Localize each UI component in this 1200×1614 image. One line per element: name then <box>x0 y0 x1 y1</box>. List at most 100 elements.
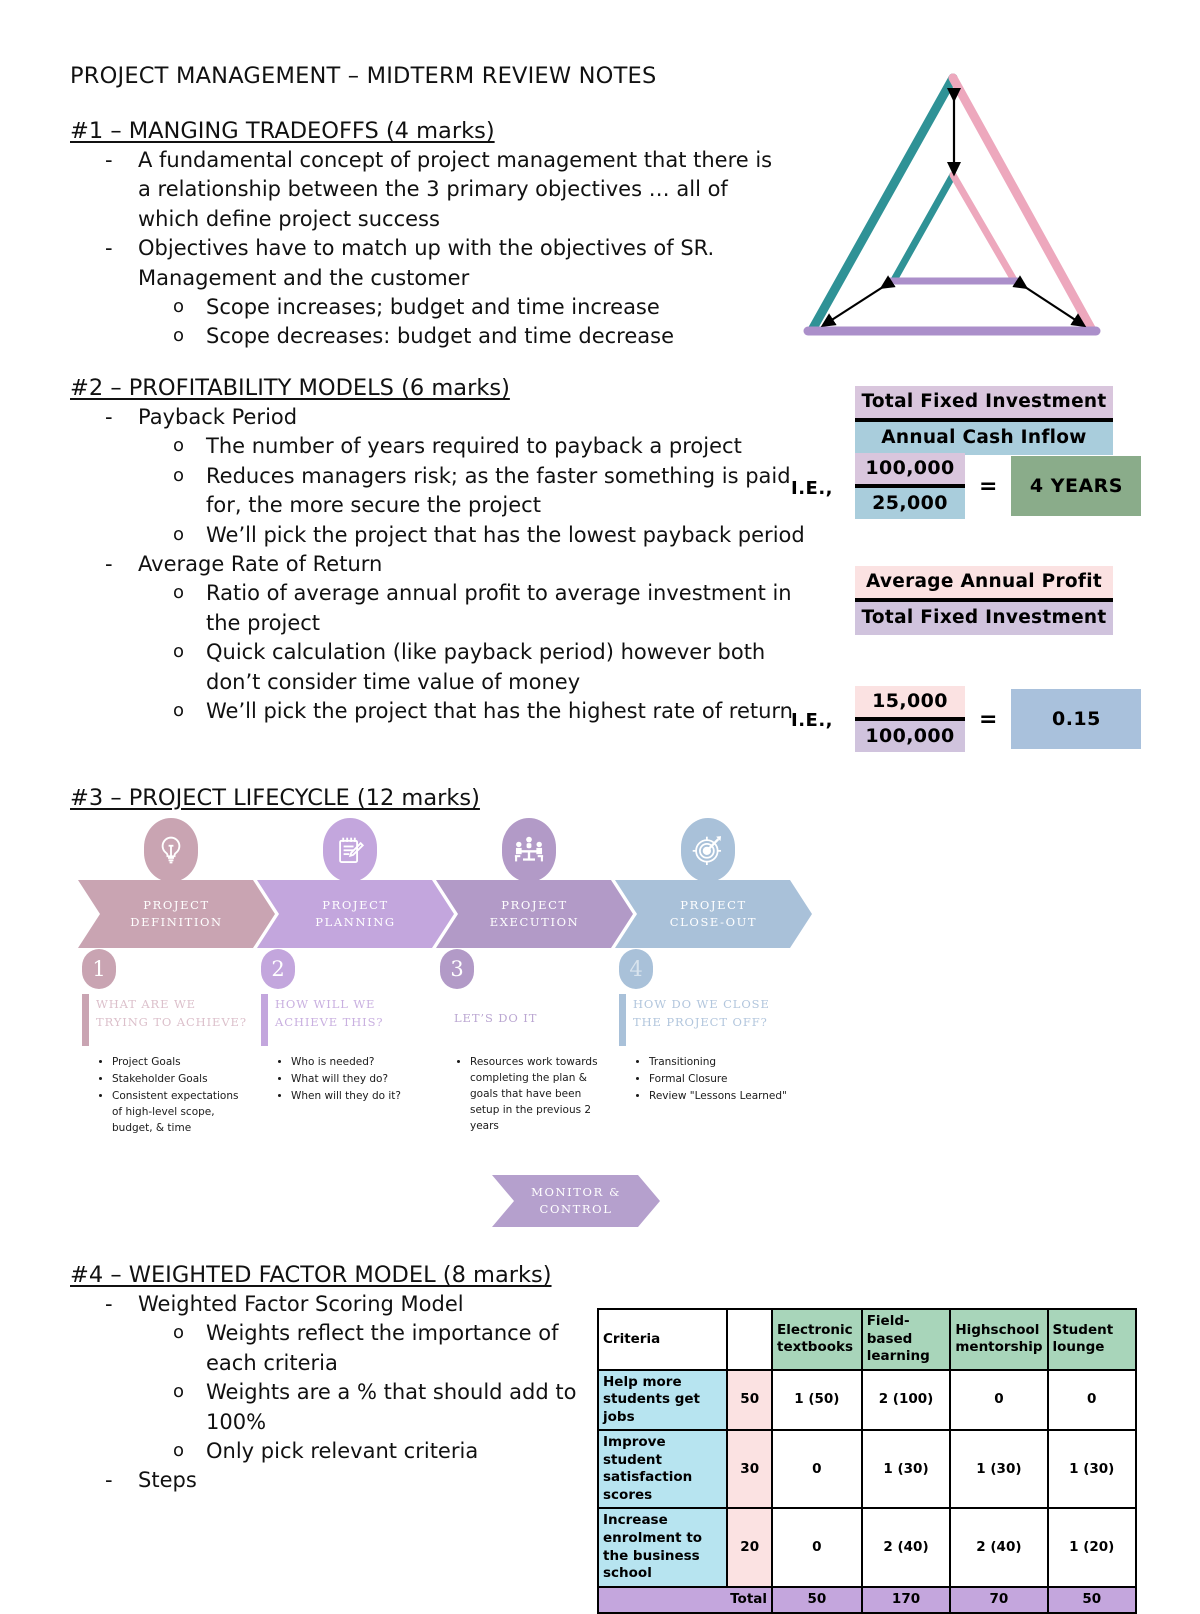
column-bar-4 <box>619 994 626 1046</box>
circle-marker: o <box>173 523 185 545</box>
example-fraction: 100,000 25,000 <box>855 453 965 519</box>
dash-marker: - <box>105 1292 113 1316</box>
total-value: 50 <box>1046 1585 1137 1614</box>
chevron-line1: PROJECT <box>680 898 747 913</box>
lightbulb-icon <box>144 818 198 882</box>
weighted-factor-table: Criteria Electronic textbooks Field-base… <box>596 1308 1137 1614</box>
notepad-pencil-icon <box>323 818 377 882</box>
dash-marker: - <box>105 1468 113 1493</box>
monitor-control-chevron[interactable]: MONITOR & CONTROL <box>492 1175 660 1227</box>
header-option-2: Field-based learning <box>860 1308 952 1371</box>
row-value: 1 (30) <box>1046 1429 1137 1510</box>
mc-line1: MONITOR & <box>531 1185 621 1200</box>
circle-marker: o <box>173 295 185 317</box>
table-row: Increase enrolment to the business schoo… <box>596 1507 1137 1588</box>
payback-ie-label: I.E., <box>791 478 834 499</box>
header-option-4: Student lounge <box>1046 1308 1137 1371</box>
list-item: Transitioning <box>649 1055 790 1071</box>
list-item: Review "Lessons Learned" <box>649 1089 790 1105</box>
phase-chevron-planning[interactable]: PROJECT PLANNING <box>257 880 454 948</box>
dash-marker: - <box>105 148 113 172</box>
chevron-line2: DEFINITION <box>130 915 223 929</box>
header-weight <box>726 1308 774 1371</box>
tradeoff-triangle <box>790 58 1130 358</box>
formula-numerator: Total Fixed Investment <box>855 386 1113 419</box>
phase-chevron-row: PROJECT DEFINITION PROJECT PLANNING PROJ… <box>78 880 778 948</box>
list-item: -Objectives have to match up with the ob… <box>105 236 715 290</box>
phase-number-2: 2 <box>261 949 295 989</box>
formula-numerator: Average Annual Profit <box>855 566 1113 599</box>
payback-result: 4 YEARS <box>1011 456 1142 516</box>
equals-operator: = <box>979 706 998 732</box>
arr-ie-label: I.E., <box>791 710 834 731</box>
column-list-3: Resources work towards completing the pl… <box>456 1055 606 1136</box>
phase-chevron-execution[interactable]: PROJECT EXECUTION <box>436 880 633 948</box>
chevron-line2: EXECUTION <box>489 915 580 929</box>
total-value: 170 <box>860 1585 952 1614</box>
circle-marker: o <box>173 325 185 347</box>
target-arrow-icon <box>681 818 735 882</box>
column-list-4: Transitioning Formal Closure Review "Les… <box>635 1055 790 1106</box>
example-numerator: 100,000 <box>855 453 965 484</box>
row-weight: 20 <box>726 1507 774 1588</box>
phase-chevron-definition[interactable]: PROJECT DEFINITION <box>78 880 275 948</box>
section-3-heading: #3 – PROJECT LIFECYCLE (12 marks) <box>70 785 480 811</box>
list-item: -Steps <box>70 1466 590 1495</box>
header-option-3: Highschool mentorship <box>949 1308 1049 1371</box>
row-value: 0 <box>949 1368 1049 1432</box>
section-4-heading: #4 – WEIGHTED FACTOR MODEL (8 marks) <box>70 1262 552 1288</box>
row-value: 0 <box>771 1507 863 1588</box>
table-header-row: Criteria Electronic textbooks Field-base… <box>596 1308 1137 1371</box>
row-value: 1 (30) <box>860 1429 952 1510</box>
total-label: Total <box>596 1585 774 1614</box>
phase-chevron-closeout[interactable]: PROJECT CLOSE-OUT <box>615 880 812 948</box>
left-arrow <box>820 275 896 328</box>
example-numerator: 15,000 <box>855 686 965 717</box>
page-title: PROJECT MANAGEMENT – MIDTERM REVIEW NOTE… <box>70 63 657 89</box>
row-value: 2 (100) <box>860 1368 952 1432</box>
list-item: -Weighted Factor Scoring Model <box>70 1290 590 1319</box>
total-value: 50 <box>771 1585 863 1614</box>
circle-marker: o <box>173 1381 185 1403</box>
chevron-line2: PLANNING <box>315 915 396 929</box>
outer-left-edge <box>807 73 958 335</box>
list-item: Consistent expectations of high-level sc… <box>112 1089 248 1137</box>
circle-marker: o <box>173 582 185 604</box>
total-value: 70 <box>949 1585 1049 1614</box>
header-option-1: Electronic textbooks <box>771 1308 863 1371</box>
right-arrow <box>1012 275 1087 328</box>
row-weight: 30 <box>726 1429 774 1510</box>
phase-number-4: 4 <box>619 949 653 989</box>
section-1-heading: #1 – MANGING TRADEOFFS (4 marks) <box>70 118 495 144</box>
phase-number-3: 3 <box>440 949 474 989</box>
formula-denominator: Annual Cash Inflow <box>855 422 1113 455</box>
column-bar-2 <box>261 994 268 1046</box>
list-item: Who is needed? <box>291 1055 427 1071</box>
column-heading-1: WHAT ARE WE TRYING TO ACHIEVE? <box>96 997 247 1029</box>
average-rate-of-return-formula: Average Annual Profit Total Fixed Invest… <box>855 566 1113 635</box>
list-item: -A fundamental concept of project manage… <box>105 148 773 231</box>
section-2-heading: #2 – PROFITABILITY MODELS (6 marks) <box>70 375 510 401</box>
chevron-line2: CLOSE-OUT <box>669 915 758 929</box>
column-heading-4: HOW DO WE CLOSE THE PROJECT OFF? <box>633 997 770 1029</box>
fraction-bar <box>855 418 1113 423</box>
list-item: What will they do? <box>291 1072 427 1088</box>
chevron-line1: PROJECT <box>143 898 210 913</box>
phase-number-1: 1 <box>82 949 116 989</box>
dash-marker: - <box>105 405 113 429</box>
row-value: 1 (30) <box>949 1429 1049 1510</box>
fraction-bar <box>855 717 965 721</box>
chevron-line1: PROJECT <box>501 898 568 913</box>
meeting-people-icon <box>502 818 556 882</box>
mc-line2: CONTROL <box>539 1202 613 1216</box>
column-heading-2: HOW WILL WE ACHIEVE THIS? <box>275 997 384 1029</box>
row-criteria: Increase enrolment to the business schoo… <box>596 1507 729 1588</box>
circle-marker: o <box>173 435 185 457</box>
